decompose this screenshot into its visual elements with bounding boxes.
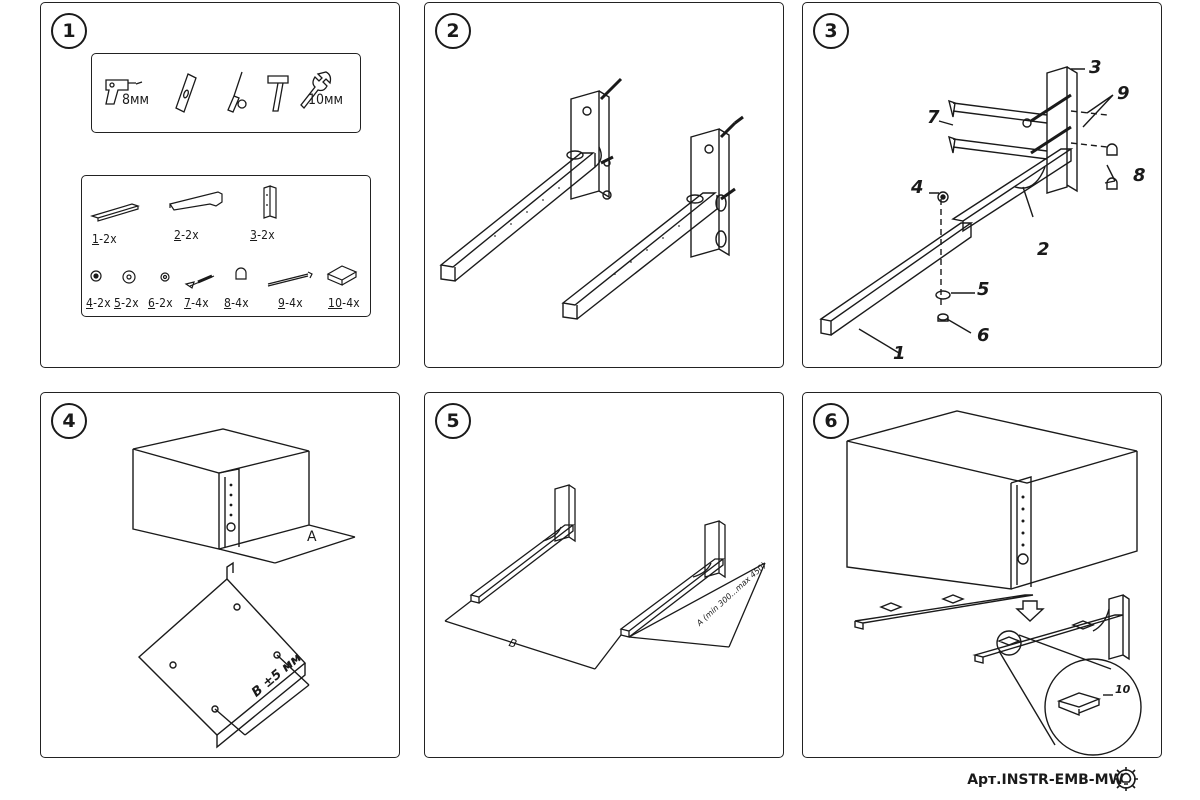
parts-box: 1-2x 2-2x 3-2x 4-2x 5-2x 6-2x 7-4x 8-4x … [81, 175, 371, 317]
part-2-arm [169, 191, 223, 211]
tools-box: 8мм 10мм [91, 53, 361, 133]
step-number: 5 [435, 403, 471, 439]
parts-illustration [90, 185, 358, 289]
step-number: 3 [813, 13, 849, 49]
callout-10: 10 [1115, 683, 1131, 696]
part-8-cap [235, 267, 247, 280]
step-number: 4 [51, 403, 87, 439]
part-label-1: 1-2x [92, 232, 117, 246]
callout-8: 8 [1133, 165, 1146, 186]
callout-5: 5 [977, 279, 990, 300]
part-3-bracket [263, 185, 277, 219]
part-6-nut [160, 272, 170, 282]
brackets-on-wall-illustration [439, 77, 744, 320]
wrench-size-label: 10мм [308, 92, 344, 108]
step-4-panel: 4 A B ±5 мм [40, 392, 400, 758]
callout-6: 6 [977, 325, 990, 346]
step-6-panel: 6 [802, 392, 1162, 758]
callout-1: 1 [893, 343, 906, 364]
part-label-3: 3-2x [250, 228, 275, 242]
part-5-washer [122, 270, 136, 284]
hammer-icon [267, 75, 289, 112]
part-4-bolt [90, 270, 102, 282]
part-10-pad [326, 265, 358, 286]
part-label-6: 6-2x [148, 296, 173, 310]
callout-7: 7 [927, 107, 940, 128]
step-3-panel: 3 [802, 2, 1162, 368]
callout-9: 9 [1117, 83, 1130, 104]
callout-3: 3 [1089, 57, 1102, 78]
part-label-9: 9-4x [278, 296, 303, 310]
measure-microwave-illustration [132, 428, 356, 749]
gear-lightbulb-icon [1114, 767, 1138, 791]
step-number: 2 [435, 13, 471, 49]
callout-2: 2 [1037, 239, 1050, 260]
part-label-10: 10-4x [328, 296, 360, 310]
step-number: 1 [51, 13, 87, 49]
part-label-4: 4-2x [86, 296, 111, 310]
article-number: Арт.INSTR-EMB-MW [967, 772, 1124, 788]
drill-size-label: 8мм [122, 92, 150, 108]
part-label-2: 2-2x [174, 228, 199, 242]
dimension-a-label: A [307, 529, 317, 545]
set-bracket-distance-illustration [444, 484, 766, 670]
mount-microwave-illustration [846, 410, 1142, 756]
callout-4: 4 [911, 177, 924, 198]
step-1-panel: 1 [40, 2, 400, 368]
part-9-screw [267, 271, 313, 287]
part-label-5: 5-2x [114, 296, 139, 310]
step-number: 6 [813, 403, 849, 439]
drill-icon [105, 79, 143, 105]
level-icon [175, 73, 197, 113]
wrench-icon [300, 71, 332, 109]
part-label-8: 8-4x [224, 296, 249, 310]
step-5-panel: 5 B A (min 300...max 450) [424, 392, 784, 758]
part-1-bar [90, 203, 140, 222]
part-label-7: 7-4x [184, 296, 209, 310]
tools-illustration [105, 71, 332, 113]
step-2-panel: 2 [424, 2, 784, 368]
screwdriver-icon [227, 71, 247, 113]
exploded-bracket-illustration [819, 66, 1118, 354]
